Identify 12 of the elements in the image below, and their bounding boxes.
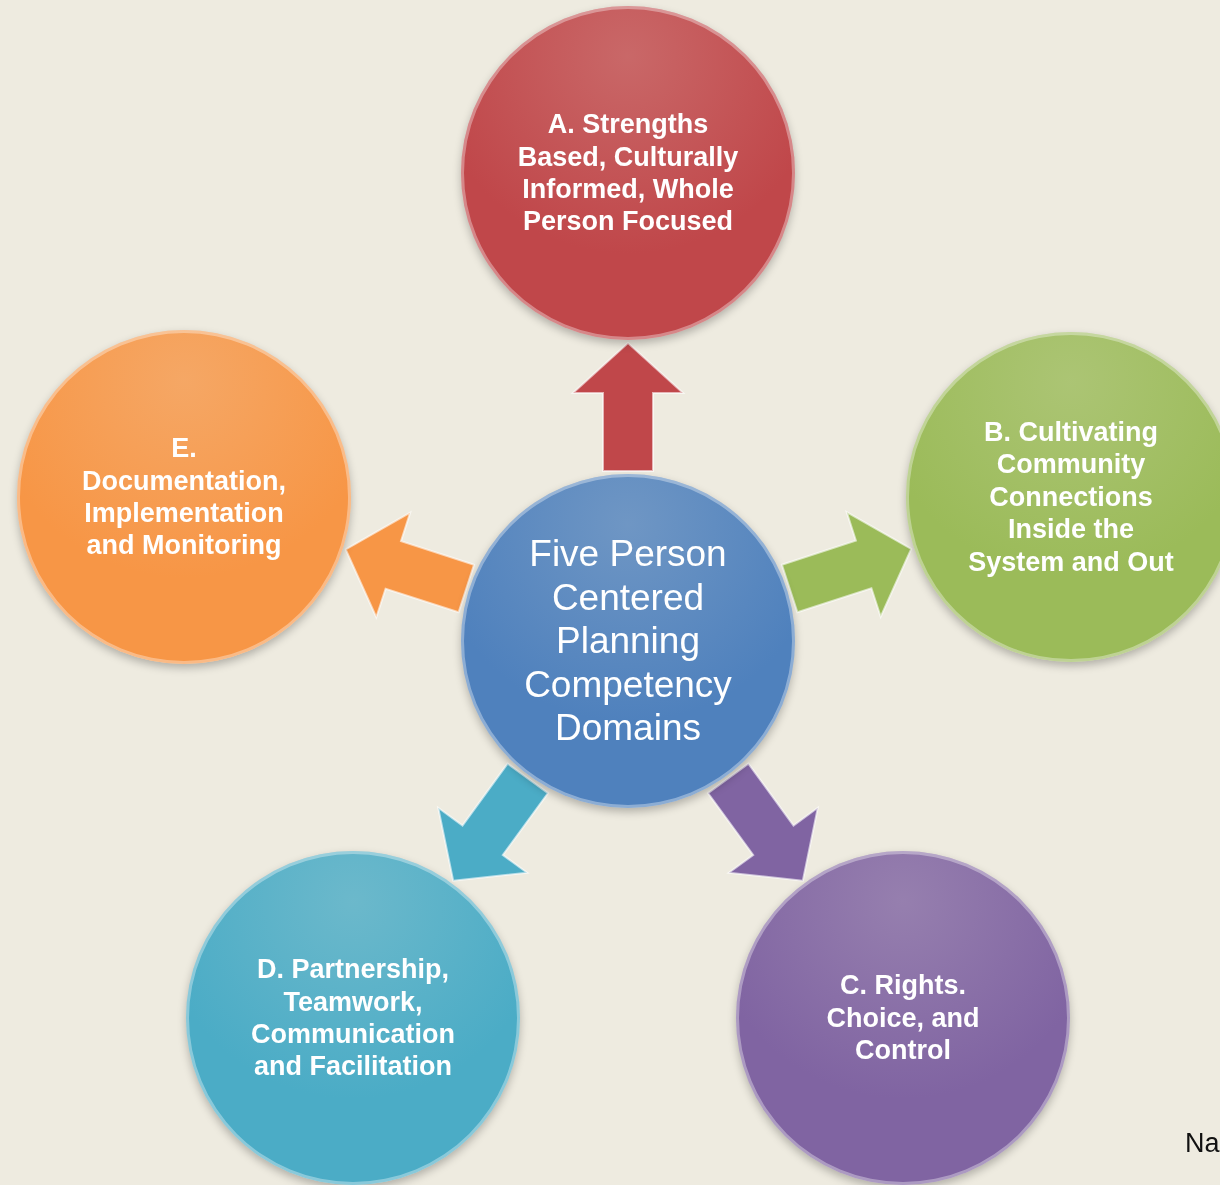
note-text: Na bbox=[1185, 1128, 1220, 1159]
domain-label: A. Strengths Based, Culturally Informed, Whole Person Focused bbox=[516, 108, 740, 238]
block-arrow bbox=[436, 762, 550, 882]
domain-label: D. Partnership, Teamwork, Communication and Facilitation bbox=[250, 953, 456, 1083]
domain-label: B. Cultivating Community Connections Inside the System and Out bbox=[967, 416, 1175, 578]
block-arrow bbox=[570, 341, 686, 472]
domain-label: E. Documentation, Implementation and Monitoring bbox=[81, 432, 287, 562]
block-arrow bbox=[706, 762, 820, 882]
domain-label: C. Rights. Choice, and Control bbox=[825, 969, 981, 1067]
block-arrow bbox=[780, 509, 913, 620]
center-title: Five Person Centered Planning Competency Domains bbox=[523, 531, 733, 751]
block-arrow bbox=[344, 510, 476, 620]
